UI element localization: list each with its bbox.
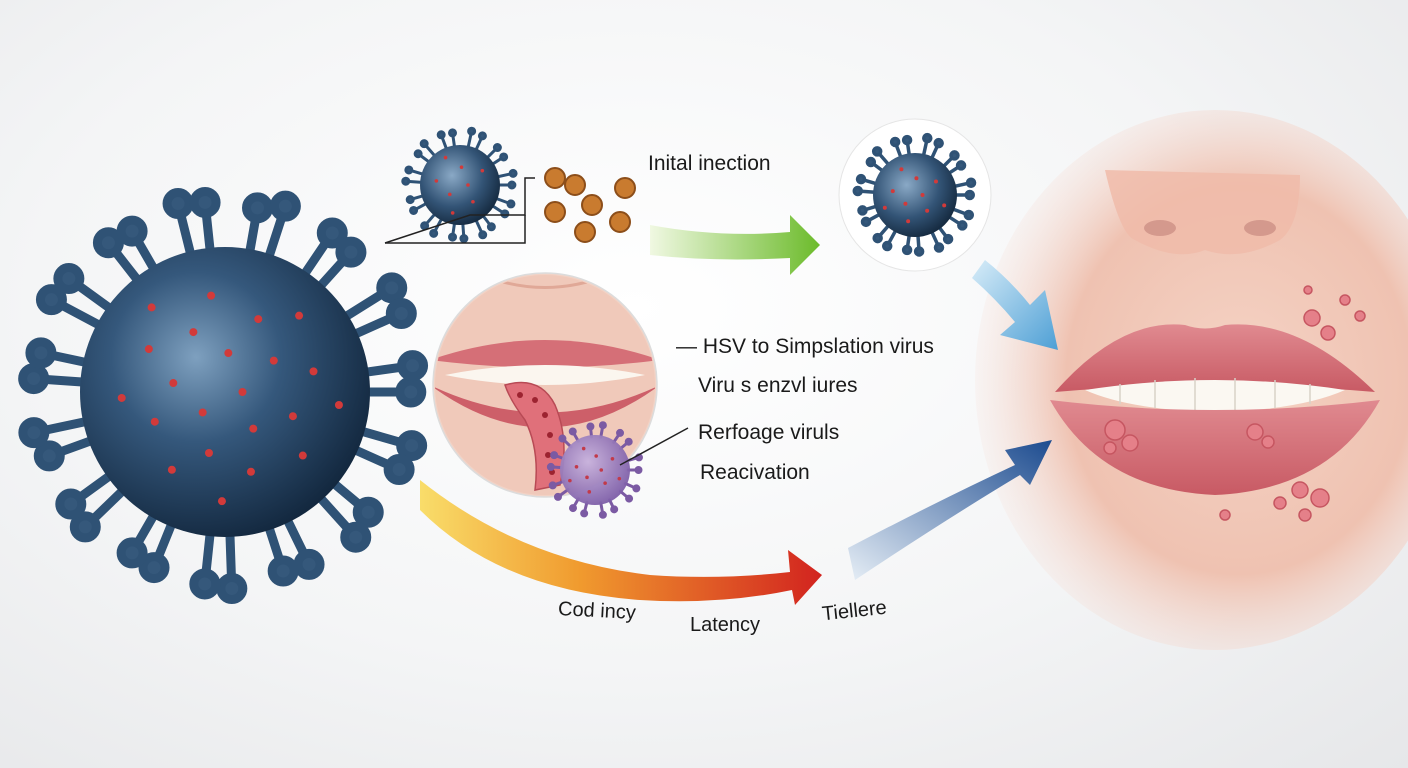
latency-arrow <box>420 480 822 605</box>
callout-line <box>619 427 689 466</box>
cell-cluster-icon <box>544 167 636 243</box>
cold-sore-icon <box>1103 285 1366 522</box>
label-latency: Latency <box>690 614 761 636</box>
label-hsv: — HSV to Simpslation virus <box>676 335 934 358</box>
virus-badge-icon <box>852 132 977 257</box>
reactivation-arrow <box>848 440 1052 580</box>
label-refoage: Rerfoage viruls <box>698 421 840 444</box>
spread-arrow <box>972 260 1058 350</box>
virus-purple-icon <box>546 421 643 519</box>
label-virus-enzymes: Viru s enzvl iures <box>698 374 858 397</box>
virus-large-icon <box>18 186 429 604</box>
virus-small-icon <box>401 126 518 244</box>
lips-face-icon <box>975 110 1408 650</box>
label-reactivation: Reacivation <box>700 461 810 484</box>
initial-infection-arrow <box>650 215 820 275</box>
label-initial-infection: Inital inection <box>648 152 771 175</box>
label-cod-incy: Cod incy <box>557 597 637 625</box>
